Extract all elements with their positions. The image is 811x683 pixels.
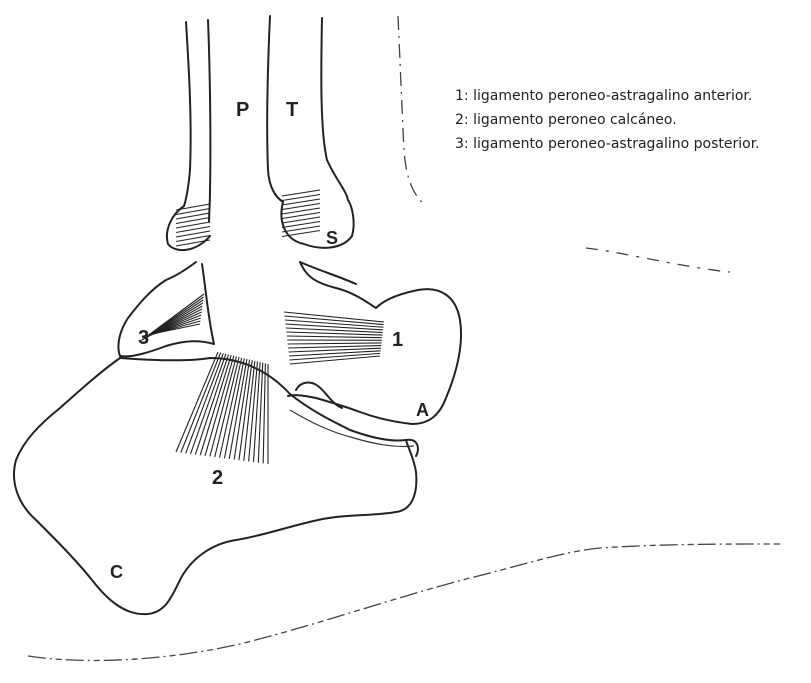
foot-outline-sole <box>28 544 780 660</box>
tibia-malleolus <box>281 200 353 248</box>
tibia-shaft <box>267 16 283 202</box>
label-tibia: T <box>286 99 298 121</box>
ligament-2-fiber <box>186 353 224 453</box>
leg-outline <box>398 16 426 206</box>
syndesmosis-fibula-hatch <box>176 204 210 246</box>
label-ligament-3: 3 <box>138 327 149 349</box>
legend: 1: ligamento peroneo-astragalino anterio… <box>455 84 760 156</box>
fibula-tip-inner <box>202 264 214 344</box>
label-ligament-2: 2 <box>212 467 223 489</box>
ligament-2-fiber <box>200 355 231 455</box>
fibula-tip <box>118 262 214 356</box>
fibula-shaft <box>184 22 191 206</box>
foot-outline-top <box>586 248 730 272</box>
ligament-1-fiber <box>288 346 381 348</box>
ligament-2-fiber <box>215 357 239 457</box>
ligament-1-fiber <box>287 336 382 338</box>
ligament-2-fiber <box>263 363 265 463</box>
label-fibula: P <box>236 99 249 121</box>
tibia-shaft-outer <box>321 18 348 200</box>
label-medial: S <box>326 228 338 248</box>
ligament-1-fibers <box>284 312 384 364</box>
ligament-2-fiber <box>234 360 249 460</box>
talus-dome <box>300 262 356 284</box>
fibula-shaft-inner <box>208 20 210 222</box>
label-ligament-1: 1 <box>392 329 403 351</box>
legend-item-2: 2: ligamento peroneo calcáneo. <box>455 108 760 132</box>
calcaneus-top <box>120 358 418 456</box>
legend-item-3: 3: ligamento peroneo-astragalino posteri… <box>455 132 760 156</box>
label-calcaneus: C <box>110 562 123 582</box>
ligament-1-fiber <box>286 332 382 335</box>
label-talus: A <box>416 400 429 420</box>
syndesmosis-tibia-hatch <box>282 190 320 237</box>
ligament-2-fibers <box>176 352 268 464</box>
ligament-3-fibers <box>142 294 204 340</box>
ligament-1-fiber <box>288 343 382 344</box>
legend-item-1: 1: ligamento peroneo-astragalino anterio… <box>455 84 760 108</box>
